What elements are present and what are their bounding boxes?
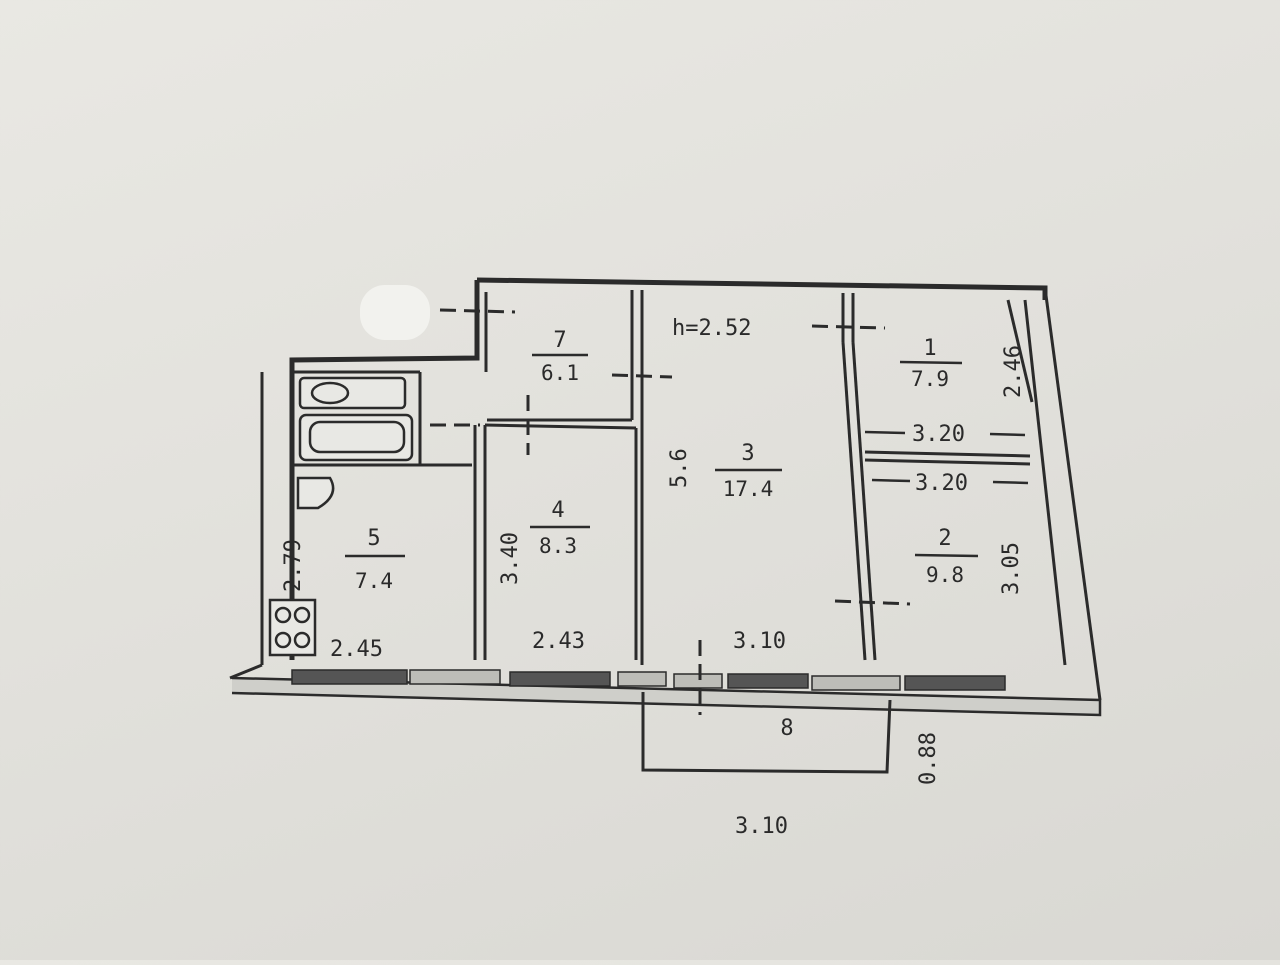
room-4-number: 4 xyxy=(551,498,564,523)
window-room3 xyxy=(727,673,809,689)
window-kitchen xyxy=(291,669,408,685)
balcony-width-dim: 3.10 xyxy=(735,814,788,839)
room-2-area: 9.8 xyxy=(926,563,964,587)
room-7-number: 7 xyxy=(553,328,566,353)
stove xyxy=(268,598,317,657)
burner xyxy=(293,631,311,649)
room3-width-dim: 3.10 xyxy=(733,629,786,654)
room-5-number: 5 xyxy=(367,526,380,551)
room5-height-dim: 2.79 xyxy=(281,539,306,592)
room-1-number: 1 xyxy=(923,336,936,361)
door-marks xyxy=(430,308,911,715)
bathroom-fixtures xyxy=(268,376,414,657)
paper-smudge xyxy=(360,285,430,340)
room-labels: 7 6.1 1 7.9 3 17.4 4 8.3 2 9.8 5 7.4 8 xyxy=(345,328,979,741)
room-1-area: 7.9 xyxy=(911,367,949,391)
window-room2 xyxy=(904,675,1006,691)
window-room4 xyxy=(509,671,611,687)
room4-height-dim: 3.40 xyxy=(498,532,523,585)
wall-pier xyxy=(409,669,501,685)
toilet-bowl xyxy=(310,381,350,405)
room2-height-dim: 3.05 xyxy=(999,542,1024,595)
wall-pier xyxy=(617,671,667,687)
room-5-area: 7.4 xyxy=(355,569,393,593)
room-8-number: 8 xyxy=(780,716,793,741)
room1-height-dim: 2.46 xyxy=(1001,345,1026,398)
room-3-number: 3 xyxy=(741,441,754,466)
bathtub-inner xyxy=(308,420,406,454)
room4-width-dim: 2.43 xyxy=(532,629,585,654)
room5-width-dim: 2.45 xyxy=(330,637,383,662)
burner xyxy=(293,606,311,624)
room-4-area: 8.3 xyxy=(539,534,577,558)
bottom-wall-windows xyxy=(291,669,1006,691)
burner xyxy=(274,606,292,624)
balcony-door xyxy=(673,673,723,689)
ceiling-height: h=2.52 xyxy=(672,316,751,341)
dimension-labels: 3.20 3.20 3.10 2.43 2.45 3.10 2.46 3.05 … xyxy=(281,345,1029,839)
sink xyxy=(296,476,335,510)
room-7-area: 6.1 xyxy=(541,361,579,385)
room2-width-dim: 3.20 xyxy=(915,471,968,496)
room-2-number: 2 xyxy=(938,526,951,551)
wall-pier xyxy=(811,675,901,691)
balcony-depth-dim: 0.88 xyxy=(916,732,941,785)
room-3-area: 17.4 xyxy=(723,477,774,501)
room3-height-dim: 5.6 xyxy=(667,448,692,488)
burner xyxy=(274,631,292,649)
room1-width-dim: 3.20 xyxy=(912,422,965,447)
outer-walls xyxy=(229,277,1102,717)
interior-walls xyxy=(292,290,1034,665)
balcony-outline xyxy=(641,692,892,774)
